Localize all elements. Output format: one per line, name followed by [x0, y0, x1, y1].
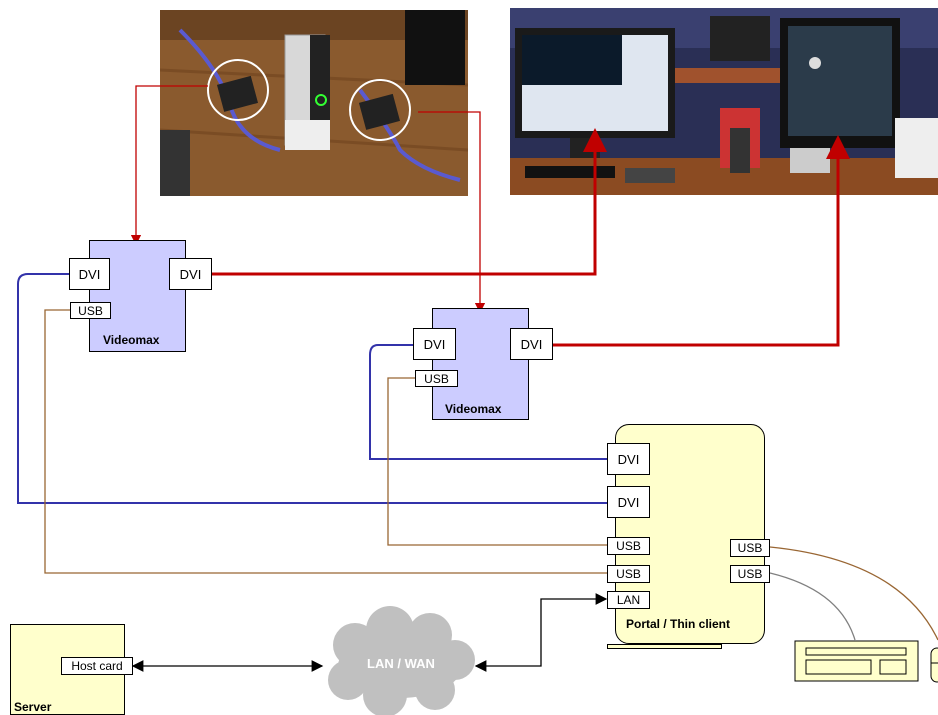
usb-wire-to-mouse: [769, 546, 938, 641]
thin-client-usb-1: USB: [607, 537, 650, 555]
photo-desk-setup: [160, 10, 468, 196]
videomax-unit-right: [432, 308, 529, 420]
thin-client-usb-4: USB: [730, 565, 770, 583]
videomax-right-dvi-out: DVI: [510, 328, 553, 360]
thin-client-usb-3: USB: [730, 539, 770, 557]
blue-wire-dvi-right: [369, 344, 608, 460]
keyboard-icon: [794, 640, 919, 682]
videomax-left-dvi-in: DVI: [69, 258, 110, 290]
usb-wire-left: [44, 309, 608, 574]
red-wire-dvi-to-monitor-left: [212, 128, 607, 276]
videomax-left-usb: USB: [70, 302, 111, 319]
videomax-left-dvi-out: DVI: [169, 258, 212, 290]
red-wire-photo-to-videomax-left: [130, 85, 208, 246]
thin-client-base: [607, 644, 722, 649]
videomax-left-label: Videomax: [103, 333, 160, 347]
photo-monitors: [510, 8, 938, 195]
thin-client-dvi-1: DVI: [607, 443, 650, 475]
mouse-icon: [930, 647, 938, 683]
usb-wire-to-keyboard: [769, 572, 856, 641]
red-wire-dvi-to-monitor-right: [553, 135, 850, 347]
thin-client-label: Portal / Thin client: [626, 617, 731, 631]
network-to-lan-arrow: [474, 593, 608, 672]
network-cloud: [328, 606, 475, 715]
videomax-right-usb: USB: [415, 370, 458, 387]
thin-client-dvi-2: DVI: [607, 486, 650, 518]
network-label: LAN / WAN: [367, 656, 435, 671]
videomax-right-dvi-in: DVI: [413, 328, 456, 360]
server-label: Server: [14, 700, 52, 714]
red-wire-photo-to-videomax-right: [418, 111, 486, 314]
videomax-right-label: Videomax: [445, 402, 502, 416]
server-host-card: Host card: [61, 657, 133, 675]
thin-client-usb-2: USB: [607, 565, 650, 583]
thin-client-lan: LAN: [607, 591, 650, 609]
blue-wire-dvi-left: [17, 273, 608, 504]
usb-wire-right: [387, 377, 608, 546]
